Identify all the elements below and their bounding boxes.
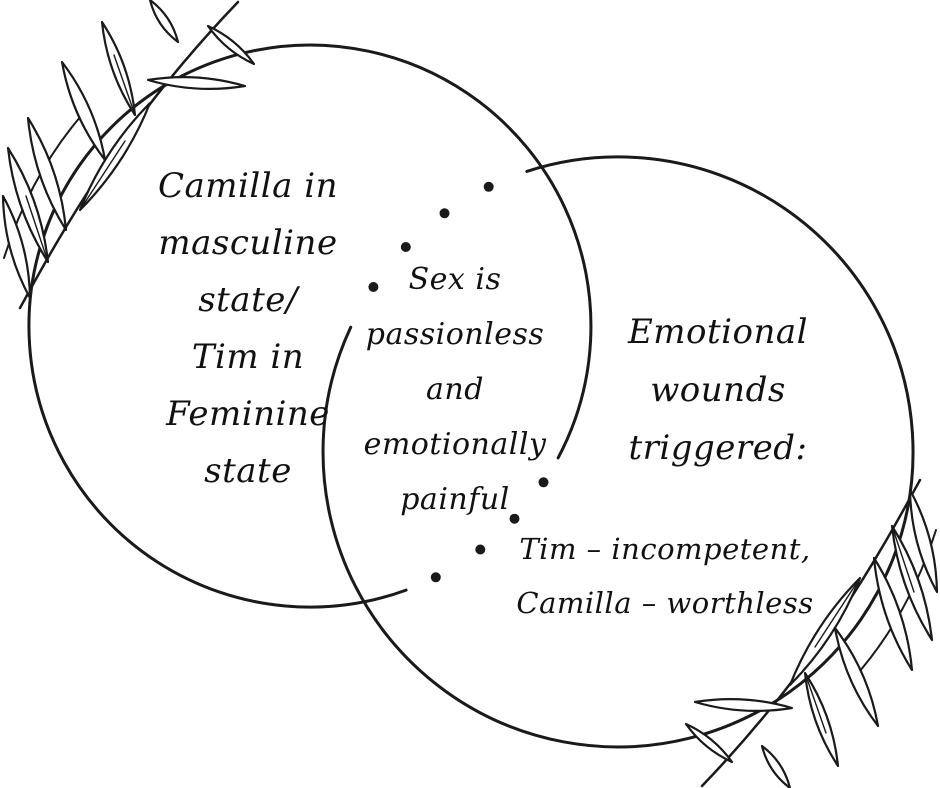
left-circle-label-line: state/ bbox=[198, 280, 298, 320]
venn-left-circle bbox=[27, 43, 593, 609]
venn-right-circle bbox=[321, 155, 915, 749]
left-circle-label-line: state bbox=[204, 451, 292, 491]
dotted-arc-accent-bottom bbox=[430, 477, 549, 583]
intersection-label-line: emotionally bbox=[363, 427, 547, 462]
laurel-leaf bbox=[1, 194, 32, 300]
laurel-branch-top-left bbox=[1, 0, 256, 310]
right-circle-heading: Emotional wounds triggered: bbox=[628, 303, 808, 477]
laurel-leaf bbox=[148, 0, 180, 44]
intersection-label: Sex is passionless and emotionally painf… bbox=[364, 252, 547, 527]
leaf-midrib bbox=[25, 195, 49, 263]
intersection-label-line: Sex is bbox=[408, 262, 502, 297]
intersection-label-line: painful bbox=[400, 482, 510, 517]
left-circle-label-line: Tim in bbox=[191, 337, 305, 377]
right-circle-heading-line: triggered: bbox=[628, 428, 808, 468]
right-circle-heading-line: wounds bbox=[650, 370, 786, 410]
intersection-label-line: and bbox=[426, 372, 484, 407]
left-circle-label-line: Feminine bbox=[166, 394, 330, 434]
left-circle-label-line: masculine bbox=[158, 223, 338, 263]
leaf-midrib bbox=[113, 54, 136, 116]
right-circle-heading-line: Emotional bbox=[627, 312, 809, 352]
left-circle-label: Camilla in masculine state/ Tim in Femin… bbox=[158, 158, 338, 500]
laurel-leaf bbox=[206, 24, 256, 66]
right-circle-detail: Tim – incompetent, Camilla – worthless bbox=[516, 522, 813, 630]
left-circle-label-line: Camilla in bbox=[158, 166, 338, 206]
leaf-midrib bbox=[79, 140, 126, 211]
dotted-arc-accent-top bbox=[368, 181, 494, 292]
laurel-leaf bbox=[26, 116, 68, 232]
intersection-label-line: passionless bbox=[365, 317, 545, 352]
right-circle-detail-line: Tim – incompetent, bbox=[519, 532, 811, 566]
right-circle-detail-line: Camilla – worthless bbox=[516, 586, 814, 620]
laurel-leaf bbox=[146, 76, 247, 90]
laurel-leaf bbox=[60, 60, 107, 162]
